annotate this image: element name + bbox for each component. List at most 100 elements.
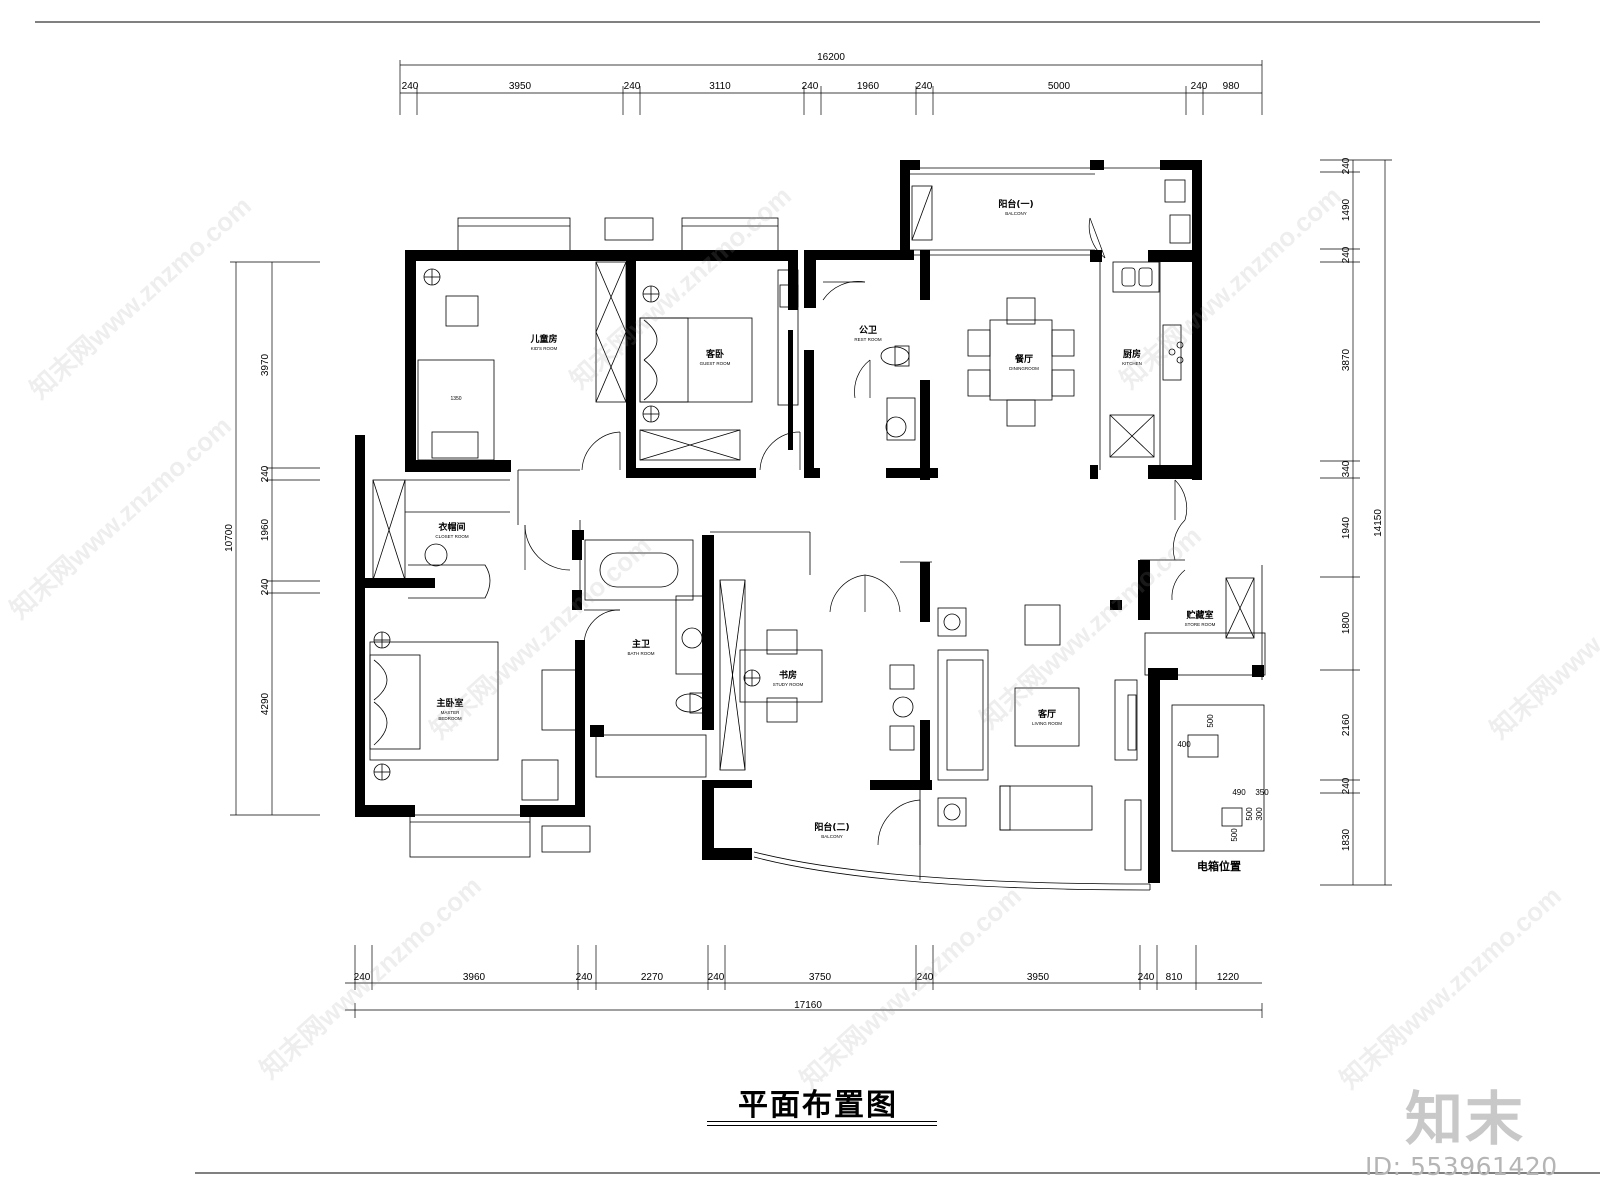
dim-top-total: 16200 bbox=[817, 52, 845, 63]
dim-electric: 490 bbox=[1232, 788, 1246, 797]
brand-id: ID: 553961420 bbox=[1365, 1152, 1558, 1181]
dim-left-seg: 240 bbox=[260, 465, 271, 482]
dim-right-seg: 1490 bbox=[1341, 198, 1352, 221]
room-label-bath-en: BATH ROOM bbox=[628, 651, 655, 656]
dim-left-seg: 1960 bbox=[260, 518, 271, 541]
dim-bottom-seg: 2270 bbox=[641, 972, 664, 983]
drawing-title: 平面布置图 bbox=[738, 1088, 898, 1123]
watermark-text: 知末网www.znzmo.com bbox=[254, 870, 487, 1084]
room-label-living-en: LIVING ROOM bbox=[1032, 721, 1062, 726]
door-swings bbox=[524, 217, 1188, 846]
dim-bottom-seg: 240 bbox=[708, 972, 725, 983]
dim-bottom-seg: 240 bbox=[576, 972, 593, 983]
dim-bottom-seg: 240 bbox=[917, 972, 934, 983]
bottom-dimensions bbox=[345, 945, 1263, 1018]
bed-size-label: 1350 bbox=[450, 396, 461, 402]
dim-bottom-seg: 3960 bbox=[463, 972, 486, 983]
room-label-balcony-2: 阳台(二) bbox=[814, 821, 849, 833]
room-label-balcony-2-en: BALCONY bbox=[821, 834, 843, 839]
dim-top-seg: 5000 bbox=[1048, 81, 1071, 92]
watermark-text: 知末网www.znzmo.com bbox=[1484, 530, 1600, 744]
dim-bottom-total: 17160 bbox=[794, 1000, 822, 1011]
furniture-symbols bbox=[373, 267, 1184, 827]
dim-top-seg: 980 bbox=[1223, 81, 1240, 92]
dim-left-seg: 3970 bbox=[260, 353, 271, 376]
room-label-balcony-1-en: BALCONY bbox=[1005, 211, 1027, 216]
watermark-text: 知末网www.znzmo.com bbox=[1334, 880, 1567, 1094]
dim-bottom-seg: 810 bbox=[1166, 972, 1183, 983]
dim-electric: 300 bbox=[1255, 807, 1264, 821]
top-dimensions bbox=[399, 60, 1263, 115]
thin-lines bbox=[369, 167, 1266, 891]
room-label-study-en: STUDY ROOM bbox=[773, 682, 804, 687]
dim-right-seg: 1800 bbox=[1341, 611, 1352, 634]
dim-left-seg: 4290 bbox=[260, 692, 271, 715]
dim-right-seg: 240 bbox=[1341, 157, 1352, 174]
title-underline-thin bbox=[707, 1125, 937, 1126]
room-label-dining: 餐厅 bbox=[1014, 353, 1033, 365]
room-label-master: 主卧室 bbox=[436, 697, 463, 709]
room-label-electric-box: 电箱位置 bbox=[1197, 859, 1241, 873]
dim-top-seg: 1960 bbox=[857, 81, 880, 92]
room-label-store-en: STORE ROOM bbox=[1185, 622, 1216, 627]
dim-top-seg: 240 bbox=[1191, 81, 1208, 92]
dim-right-seg: 240 bbox=[1341, 777, 1352, 794]
dim-bottom-seg: 1220 bbox=[1217, 972, 1240, 983]
dim-top-seg: 240 bbox=[916, 81, 933, 92]
brand-logo: 知末 bbox=[1405, 1085, 1526, 1153]
room-label-rest: 公卫 bbox=[859, 325, 877, 336]
room-label-rest-en: REST ROOM bbox=[854, 337, 881, 342]
dim-right-seg: 3870 bbox=[1341, 348, 1352, 371]
room-label-guest: 客卧 bbox=[705, 348, 724, 360]
dim-electric: 500 bbox=[1230, 828, 1239, 842]
dim-bottom-seg: 3950 bbox=[1027, 972, 1050, 983]
dim-top-seg: 240 bbox=[624, 81, 641, 92]
watermark-text: 知末网www.znzmo.com bbox=[4, 410, 237, 624]
watermark-text: 知末网www.znzmo.com bbox=[564, 180, 797, 394]
dim-electric: 500 bbox=[1206, 714, 1215, 728]
room-label-store: 贮藏室 bbox=[1185, 609, 1213, 621]
dim-right-seg: 240 bbox=[1341, 246, 1352, 263]
left-dimensions bbox=[230, 261, 320, 816]
room-label-closet-en: CLOSET ROOM bbox=[435, 534, 468, 539]
dim-right-seg: 340 bbox=[1341, 460, 1352, 477]
dim-left-total: 10700 bbox=[224, 524, 235, 552]
room-label-guest-en: GUEST ROOM bbox=[700, 361, 731, 366]
room-label-kitchen: 厨房 bbox=[1123, 348, 1141, 360]
dim-right-seg: 1940 bbox=[1341, 516, 1352, 539]
dim-bottom-seg: 240 bbox=[1138, 972, 1155, 983]
room-label-living: 客厅 bbox=[1037, 708, 1056, 720]
dim-top-seg: 3110 bbox=[709, 81, 731, 92]
room-label-master-en-2: BEDROOM bbox=[438, 716, 462, 721]
walls bbox=[355, 160, 1264, 883]
dim-electric: 350 bbox=[1255, 788, 1269, 797]
dim-electric: 500 bbox=[1245, 807, 1254, 821]
dim-bottom-seg: 3750 bbox=[809, 972, 832, 983]
room-label-bath: 主卫 bbox=[632, 638, 650, 650]
watermark-layer: 知末网www.znzmo.com 知末网www.znzmo.com 知末网www… bbox=[4, 180, 1600, 1094]
dim-left-seg: 240 bbox=[260, 578, 271, 595]
room-label-dining-en: DININGROOM bbox=[1009, 366, 1039, 371]
room-label-balcony-1: 阳台(一) bbox=[998, 198, 1033, 210]
watermark-text: 知末网www.znzmo.com bbox=[974, 520, 1207, 734]
room-label-kids: 儿童房 bbox=[529, 333, 557, 345]
watermark-text: 知末网www.znzmo.com bbox=[1114, 180, 1347, 394]
dim-top-seg: 240 bbox=[802, 81, 819, 92]
right-dimensions bbox=[1320, 159, 1392, 886]
room-label-closet: 衣帽间 bbox=[438, 521, 465, 533]
room-label-kids-en: KID'S ROOM bbox=[531, 346, 558, 351]
dim-top-seg: 3950 bbox=[509, 81, 532, 92]
dim-electric: 400 bbox=[1177, 740, 1191, 749]
room-label-kitchen-en: KITCHEN bbox=[1122, 361, 1142, 366]
dim-bottom-seg: 240 bbox=[354, 972, 371, 983]
watermark-text: 知末网www.znzmo.com bbox=[794, 880, 1027, 1094]
watermark-text: 知末网www.znzmo.com bbox=[424, 530, 657, 744]
title-underline bbox=[707, 1121, 937, 1122]
dim-top-seg: 240 bbox=[402, 81, 419, 92]
dim-right-seg: 2160 bbox=[1341, 713, 1352, 736]
dim-right-seg: 1830 bbox=[1341, 828, 1352, 851]
dim-right-total: 14150 bbox=[1373, 509, 1384, 537]
watermark-text: 知末网www.znzmo.com bbox=[24, 190, 257, 404]
room-label-study: 书房 bbox=[779, 669, 797, 681]
